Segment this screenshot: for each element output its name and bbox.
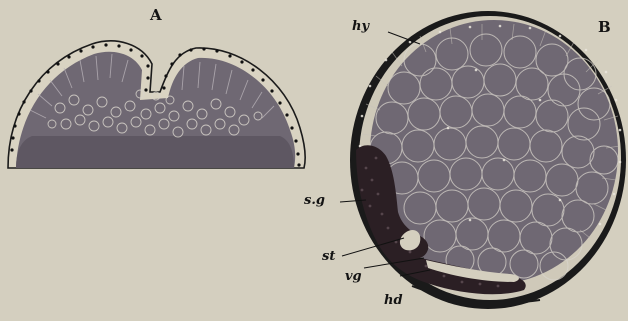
figure-a-section <box>8 41 305 168</box>
label-vg: vg <box>345 270 362 283</box>
figure-a-letter: A <box>150 8 162 23</box>
figure-b-section <box>340 11 626 309</box>
figure-b-letter: B <box>598 20 611 35</box>
label-hd: hd <box>384 294 403 307</box>
figure-a-lower-band <box>16 136 294 168</box>
label-hy: hy <box>352 20 369 33</box>
label-sg: s.g <box>304 194 325 207</box>
label-st: st <box>322 250 335 263</box>
